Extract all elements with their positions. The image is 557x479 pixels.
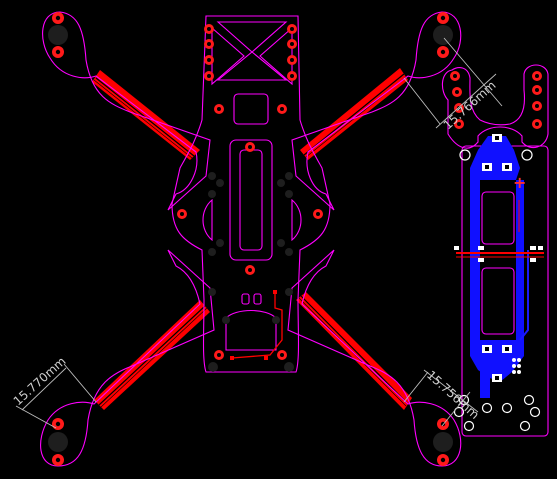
side-holes-red (450, 71, 542, 129)
dark-holes-main (48, 25, 453, 452)
dimension-top-right: 15.766mm (403, 37, 503, 132)
arm-outline-top-left (42, 11, 211, 211)
arm-outline-top-right (291, 11, 462, 211)
arm-outline-bottom-left (40, 249, 215, 467)
top-brace-cutouts (202, 21, 302, 351)
traces-main (230, 290, 283, 360)
dimension-label-bottom-left: 15.770mm (11, 354, 69, 408)
dimension-bottom-right: 15.756mm (403, 368, 482, 427)
arm-copper-bottom-left (94, 300, 210, 410)
center-body-outline (171, 15, 331, 373)
arm-outline-bottom-right (287, 249, 462, 467)
mounting-holes-main (52, 12, 449, 466)
side-trace-red (456, 200, 544, 258)
side-cutout-bottom (481, 267, 515, 335)
dimension-bottom-left: 15.770mm (11, 354, 97, 429)
arm-copper-bottom-right (296, 292, 412, 410)
side-plate[interactable]: + (441, 64, 549, 437)
dimension-label-bottom-right: 15.756mm (424, 368, 482, 422)
side-pads-white (453, 134, 543, 432)
arm-copper-top-left (92, 70, 200, 160)
plus-marker: + (513, 173, 526, 192)
main-frame[interactable] (40, 11, 462, 467)
side-cutout-top (481, 191, 515, 245)
